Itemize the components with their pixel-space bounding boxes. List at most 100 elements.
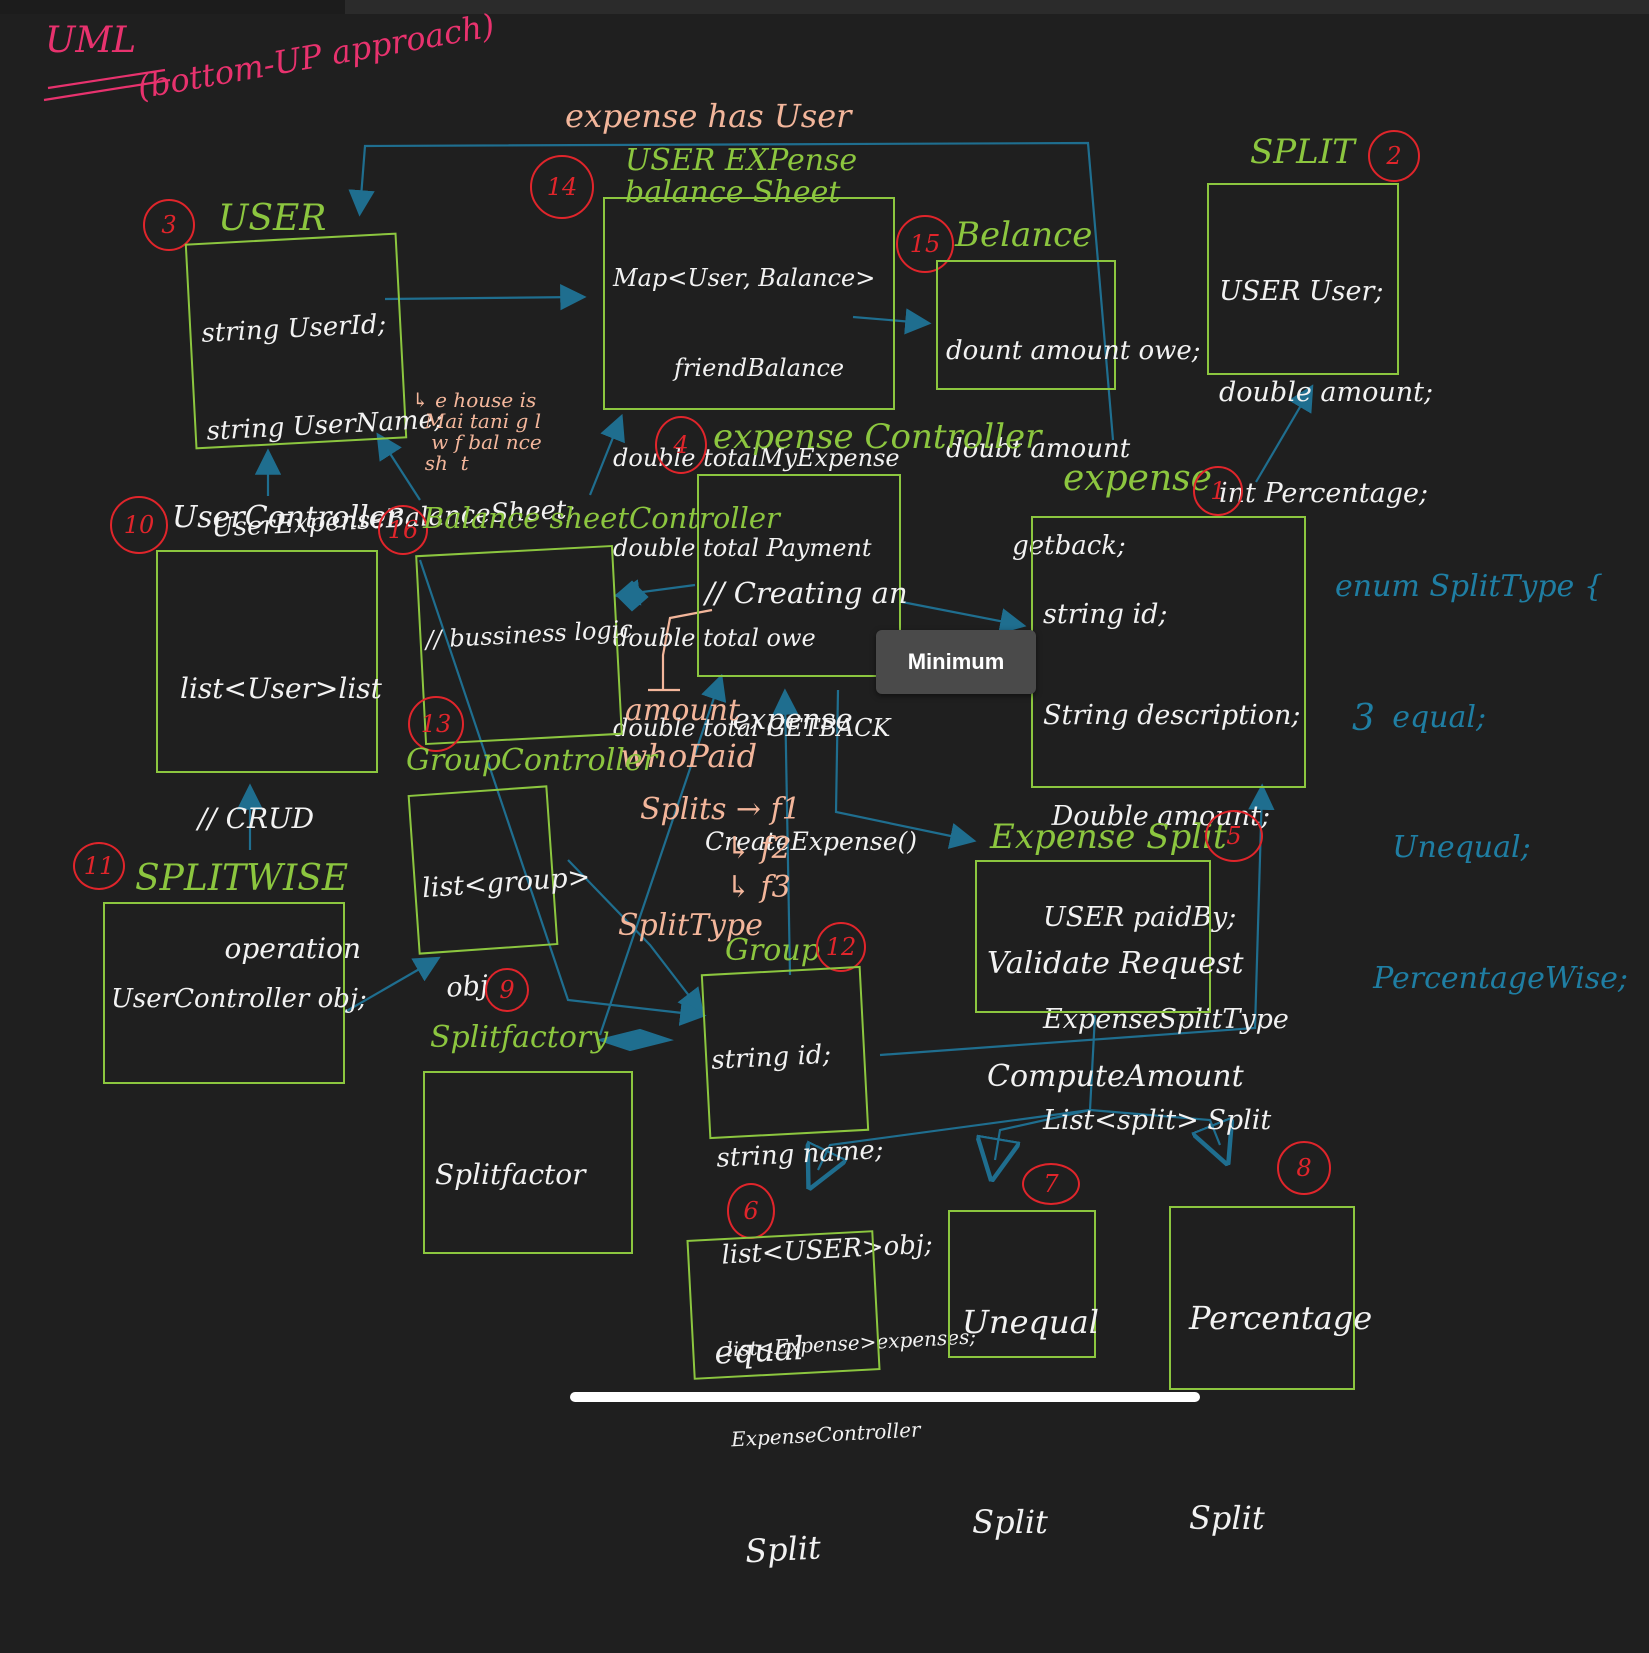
expcontroller-to-expensesplit-arrow [834, 689, 977, 849]
unequal-split-box[interactable]: Unequal Split [948, 1210, 1099, 1541]
expense-line-6: List<split> Split [1043, 1104, 1272, 1136]
uml-title: UML [45, 20, 137, 61]
splitwise-title: SPLITWISE [135, 858, 349, 899]
balance-line-2: doubt amount [946, 433, 1131, 464]
usercontroller-line-1: list<User>list [180, 671, 382, 705]
equal-split-box[interactable]: equal Split [686, 1230, 881, 1570]
bsc-to-sheet-arrow [588, 413, 625, 496]
number-13-badge: 13 [408, 696, 464, 752]
usercontroller-line-3: operation [180, 932, 362, 966]
enum-note: enum SplitType { equal; Unequal; Percent… [1335, 478, 1628, 1044]
number-7-badge: 7 [1022, 1163, 1080, 1205]
group-title: Group [725, 933, 820, 968]
number-6-badge: 6 [727, 1183, 775, 1239]
splitfactory-title: Splitfactory [430, 1020, 609, 1055]
expensesplit-line-1: Validate Request [987, 946, 1244, 981]
group-to-expcontroller-arrow [772, 688, 799, 976]
unequal-line-3: Split [962, 1503, 1048, 1541]
expense-box[interactable]: string id; String description; Double am… [1031, 516, 1306, 1136]
user-line-1: string UserId; [200, 309, 387, 349]
enum-line-3: Unequal; [1335, 830, 1531, 865]
number-11-badge: 11 [73, 842, 125, 890]
expense-line-5: ExpenseSplitType [1043, 1003, 1289, 1035]
group-to-expense-arrow [879, 783, 1275, 1057]
expense-controller-box[interactable]: // Creating an expense CreateExpense() [697, 474, 917, 856]
number-9-badge: 9 [485, 968, 529, 1012]
bsc-to-group-arrow [418, 559, 707, 1026]
split-line-1: USER User; [1219, 275, 1384, 307]
top-bar-left [0, 0, 345, 14]
sheet-line-6: double total GETBACK [613, 714, 891, 742]
expense-split-box[interactable]: Validate Request ComputeAmount [975, 860, 1244, 1094]
equal-line-2 [720, 1448, 816, 1453]
sheet-to-balance-arrow [852, 308, 932, 335]
enum-line-2: equal; [1335, 699, 1487, 735]
expcontroller-line-3: CreateExpense() [705, 827, 917, 857]
sheet-line-1: Map<User, Balance> [613, 264, 876, 292]
balance-line-1: dount amount owe; [946, 336, 1201, 366]
number-1-badge: 1 [1193, 466, 1243, 516]
group-box[interactable]: string id; string name; list<USER>obj; l… [700, 965, 977, 1451]
balance-box[interactable]: dount amount owe; doubt amount getback; [936, 260, 1201, 561]
bsc-line-1: // bussiness logic [424, 615, 634, 654]
expense-to-split-arrow [1255, 384, 1314, 483]
expcontroller-to-expense-arrow [901, 600, 1027, 635]
number-8-badge: 8 [1277, 1141, 1331, 1195]
usercontroller-box[interactable]: list<User>list // CRUD operation [156, 550, 382, 965]
home-indicator[interactable] [570, 1392, 1200, 1402]
minimum-tooltip: Minimum [876, 630, 1036, 694]
usercontroller-title: UserController [172, 500, 401, 535]
number-4-badge: 4 [655, 416, 707, 474]
expensesplit-line-2: ComputeAmount [987, 1058, 1244, 1094]
expensesplit-to-unequal [995, 1108, 1091, 1160]
expense-title: expense [1063, 458, 1212, 499]
bsc-to-user-arrow [376, 432, 421, 501]
enum-number: 3 [1352, 698, 1375, 739]
user-title: USER [218, 198, 327, 239]
number-10-badge: 10 [110, 496, 168, 554]
groupcontroller-to-group-arrow [567, 859, 705, 1016]
expensesplit-to-percentage [1089, 1108, 1220, 1145]
split-box[interactable]: USER User; double amount; int Percentage… [1207, 183, 1433, 509]
enum-line-4: PercentageWise; [1335, 960, 1629, 996]
bsc-diamond [615, 580, 649, 612]
expensesplit-title: Expense Split [990, 817, 1227, 857]
amount-note: amount [625, 693, 741, 728]
number-14-badge: 14 [530, 155, 594, 219]
percentage-line-1: Percentage [1189, 1299, 1373, 1337]
expcontroller-line-2: expense [705, 702, 853, 737]
sheet-line-3: double totalMyExpense [613, 444, 900, 472]
expense-line-4: USER paidBy; [1043, 902, 1237, 934]
usercontroller-line-2: // CRUD [180, 801, 315, 835]
group-line-2: string name; [715, 1134, 885, 1174]
groupcontroller-box[interactable]: list<group> obj [407, 785, 591, 1004]
balance-note: ↳ e house is Mai tani g l w f bal nce sh… [412, 388, 542, 475]
enum-line-1: enum SplitType { [1335, 569, 1603, 604]
sheet-line-4: double total Payment [613, 534, 872, 562]
percentage-split-box[interactable]: Percentage Split [1169, 1206, 1372, 1537]
expcontroller-line-1: // Creating an [705, 576, 908, 611]
expense-to-user-arrow [348, 141, 1115, 441]
unequal-line-1: Unequal [962, 1303, 1099, 1341]
who-paid-note: whoPaid [620, 737, 758, 775]
number-2-badge: 2 [1368, 130, 1420, 182]
expense-has-user-label: expense has User [565, 97, 852, 135]
groupcontroller-title: GroupController [406, 743, 657, 778]
expense-line-1: string id; [1043, 598, 1168, 630]
percentage-line-3: Split [1189, 1499, 1265, 1537]
user-box[interactable]: string UserId; string UserName; UserExpe… [184, 232, 576, 544]
balance-title: Belance [955, 215, 1093, 255]
group-line-1: string id; [710, 1039, 832, 1076]
top-bar [0, 0, 1649, 14]
title-underline [43, 68, 171, 102]
splitfactory-box[interactable]: Splitfactor [423, 1071, 633, 1254]
split-line-2: double amount; [1219, 376, 1434, 408]
sheet-line-2: friendBalance [613, 354, 845, 382]
expense-line-2: String description; [1043, 699, 1301, 731]
connector-layer [43, 68, 1314, 1418]
splits-note: Splits → f1 ↳ f2 ↳ f3 [640, 792, 801, 905]
equal-line-1: equal [713, 1329, 805, 1372]
expensesplit-to-equal [818, 1014, 1097, 1170]
user-expense-balance-sheet-box[interactable]: Map<User, Balance> friendBalance double … [603, 197, 900, 742]
splitwise-box[interactable]: UserController obj; [103, 902, 367, 1084]
